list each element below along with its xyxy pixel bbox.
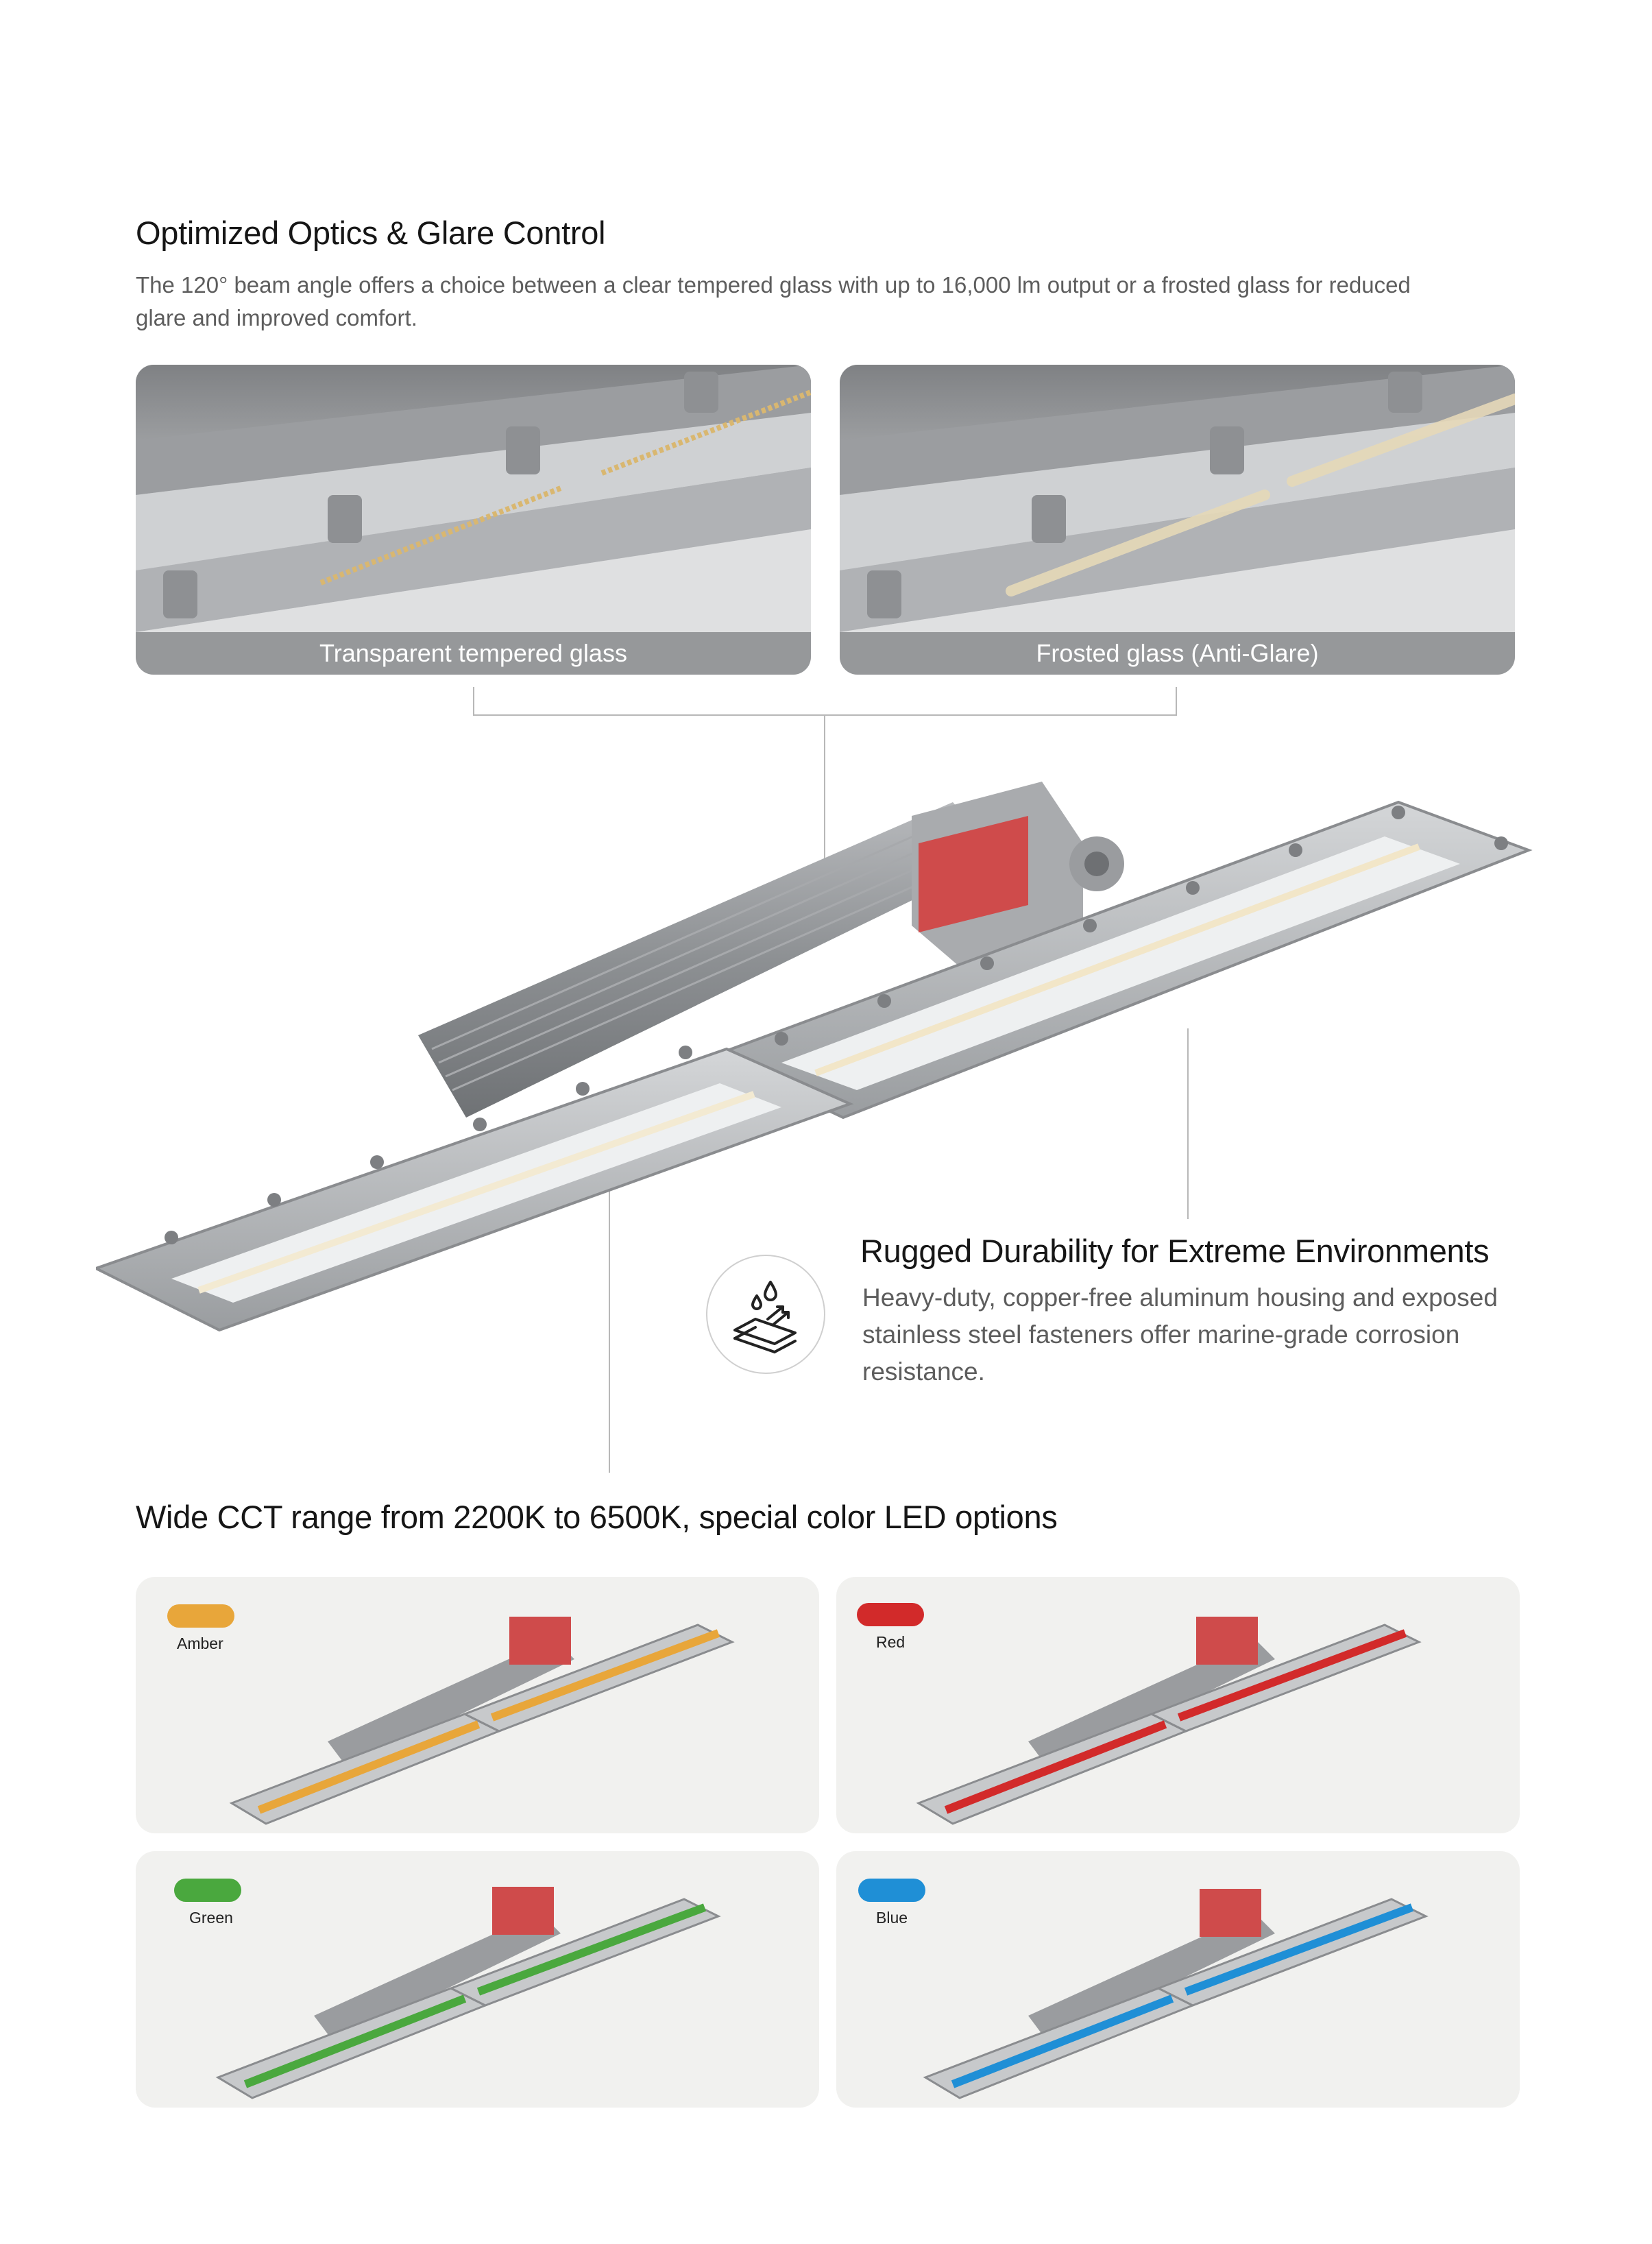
amber-label: Amber	[177, 1634, 223, 1652]
connector-line	[609, 1179, 610, 1473]
corrosion-resistance-icon	[733, 1281, 797, 1353]
blue-swatch	[858, 1879, 925, 1902]
green-swatch	[174, 1879, 241, 1902]
red-option-card: Red	[836, 1577, 1520, 1833]
amber-option-card: Amber	[136, 1577, 819, 1833]
optics-title: Optimized Optics & Glare Control	[136, 215, 606, 251]
red-swatch	[857, 1603, 924, 1626]
cct-title: Wide CCT range from 2200K to 6500K, spec…	[136, 1499, 1058, 1535]
connector-line	[1187, 1028, 1189, 1219]
green-label: Green	[189, 1909, 233, 1927]
frosted-glass-caption: Frosted glass (Anti-Glare)	[840, 632, 1515, 675]
transparent-glass-photo: Transparent tempered glass	[136, 365, 811, 675]
blue-option-card: Blue	[836, 1851, 1520, 2108]
blue-label: Blue	[876, 1909, 908, 1927]
frosted-glass-photo: Frosted glass (Anti-Glare)	[840, 365, 1515, 675]
luminaire-image	[96, 782, 1533, 1332]
connector-line	[1176, 687, 1177, 716]
amber-swatch	[167, 1604, 234, 1628]
optics-description: The 120° beam angle offers a choice betw…	[136, 272, 1411, 330]
connector-line	[473, 687, 474, 716]
red-label: Red	[876, 1633, 906, 1651]
transparent-glass-caption: Transparent tempered glass	[136, 632, 811, 675]
green-option-card: Green	[136, 1851, 819, 2108]
connector-line	[824, 714, 825, 858]
durability-title: Rugged Durability for Extreme Environmen…	[860, 1233, 1490, 1269]
corrosion-resistance-icon-circle	[706, 1255, 825, 1374]
durability-description: Heavy-duty, copper-free aluminum housing…	[862, 1283, 1498, 1386]
